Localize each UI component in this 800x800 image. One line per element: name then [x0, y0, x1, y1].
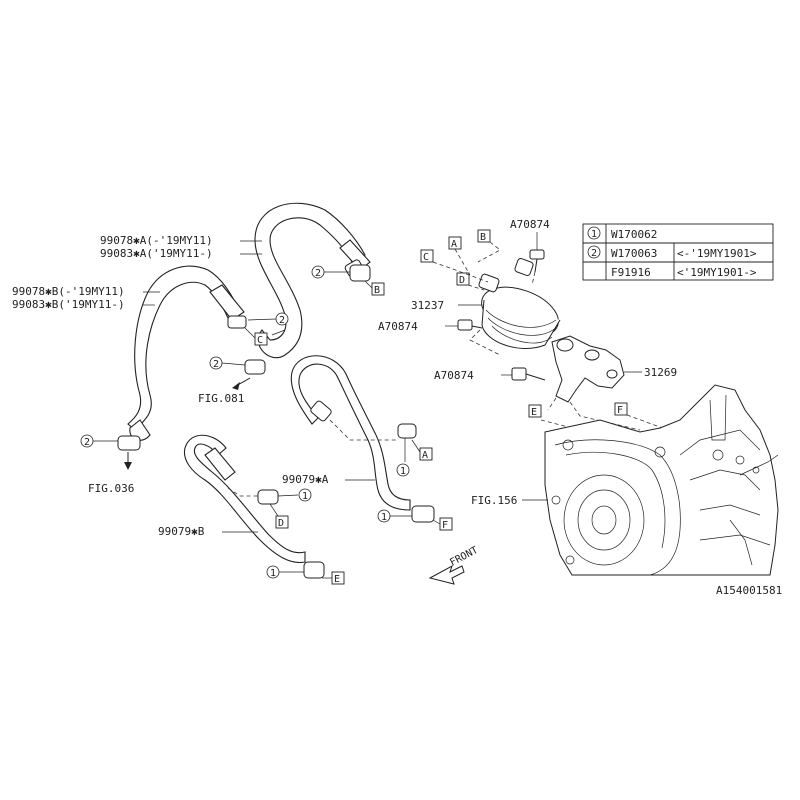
callout-e-upper: E — [531, 407, 537, 418]
cooler-callouts: A B C D — [420, 229, 501, 356]
table-note-3: <'19MY1901-> — [677, 266, 757, 279]
bolt-lower: A70874 — [434, 367, 546, 382]
hose-99079a — [290, 355, 411, 511]
table-part-1: W170062 — [611, 228, 657, 241]
bracket-31269 — [551, 335, 625, 403]
label-a70874-low: A70874 — [434, 369, 474, 382]
callout-f-upper: F — [617, 405, 623, 416]
svg-text:1: 1 — [381, 512, 387, 523]
label-99078b: 99078✱B(-'19MY11) — [12, 285, 125, 298]
transmission-housing — [544, 384, 779, 576]
table-part-3: F91916 — [611, 266, 651, 279]
clamp-fig081: 2 FIG.081 — [198, 356, 266, 405]
svg-text:1: 1 — [302, 491, 308, 502]
label-fig036: FIG.036 — [88, 482, 134, 495]
label-31269: 31269 — [644, 366, 677, 379]
label-a70874-mid: A70874 — [378, 320, 418, 333]
label-99079b: 99079✱B — [158, 525, 205, 538]
label-a70874-top: A70874 — [510, 218, 550, 231]
clamp-fig036: 2 FIG.036 — [80, 434, 141, 495]
clamp-d: 1 D — [257, 488, 312, 529]
clamp-b: 2 B — [311, 264, 385, 296]
callout-d-upper: D — [459, 275, 465, 286]
front-arrow: FRONT — [428, 545, 480, 585]
label-99078a: 99078✱A(-'19MY11) — [100, 234, 213, 247]
oil-cooler-31237 — [478, 258, 561, 349]
clamp-e: 1 E — [266, 561, 345, 585]
bolt-middle: A70874 — [378, 319, 483, 333]
reference-code: A154001581 — [716, 584, 782, 597]
svg-text:2: 2 — [84, 437, 90, 448]
label-99083a: 99083✱A('19MY11-) — [100, 247, 213, 260]
clamp-a: 1 A — [396, 423, 433, 477]
callout-c-lower: C — [257, 335, 263, 346]
label-99083b: 99083✱B('19MY11-) — [12, 298, 125, 311]
label-fig156: FIG.156 — [471, 494, 517, 507]
callout-f-lower: F — [442, 520, 448, 531]
legend-table: 1 2 W170062 W170063 F91916 <-'19MY1901> … — [582, 223, 774, 281]
callout-a-lower: A — [422, 450, 428, 461]
hose-99078b — [127, 265, 247, 441]
svg-text:2: 2 — [213, 359, 219, 370]
callout-d-lower: D — [278, 518, 284, 529]
callout-e-lower: E — [334, 574, 340, 585]
bolt-upper: A70874 — [510, 218, 550, 286]
callout-a-upper: A — [451, 239, 457, 250]
label-99079a: 99079✱A — [282, 473, 329, 486]
table-part-2: W170063 — [611, 247, 657, 260]
callout-b-lower: B — [374, 285, 380, 296]
hose-99079b — [183, 434, 306, 564]
svg-text:1: 1 — [400, 466, 406, 477]
table-note-2: <-'19MY1901> — [677, 247, 757, 260]
label-fig081: FIG.081 — [198, 392, 244, 405]
table-key-2: 2 — [591, 248, 597, 259]
clamp-f: 1 F — [377, 505, 453, 531]
callout-b-upper: B — [480, 232, 486, 243]
table-key-1: 1 — [591, 229, 597, 240]
label-31237: 31237 — [411, 299, 444, 312]
callout-c-upper: C — [423, 252, 429, 263]
clamp-c: 2 C — [244, 312, 289, 346]
svg-text:1: 1 — [270, 568, 276, 579]
svg-text:2: 2 — [315, 268, 321, 279]
front-label: FRONT — [448, 545, 480, 569]
svg-text:2: 2 — [279, 315, 285, 326]
